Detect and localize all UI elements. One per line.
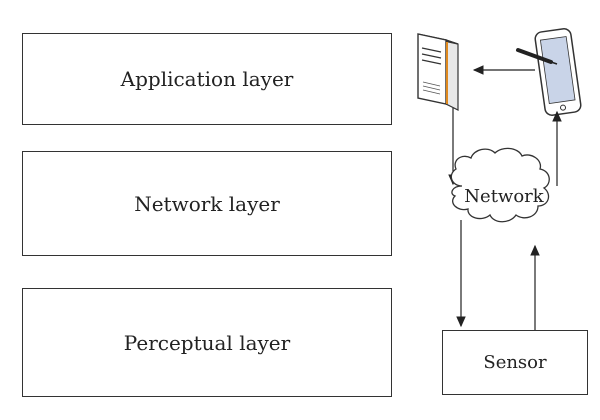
application-layer-label: Application layer (120, 67, 294, 91)
sensor-box: Sensor (442, 330, 588, 395)
network-layer-box: Network layer (22, 151, 392, 256)
perceptual-layer-box: Perceptual layer (22, 288, 392, 397)
perceptual-layer-label: Perceptual layer (123, 330, 291, 355)
tablet-icon (534, 28, 582, 116)
sensor-label: Sensor (483, 352, 547, 373)
cloud-icon (450, 147, 550, 223)
server-icon (417, 33, 459, 111)
network-layer-label: Network layer (134, 191, 280, 216)
application-layer-box: Application layer (22, 33, 392, 125)
stylus-icon (516, 48, 558, 65)
network-cloud-label: Network (464, 186, 544, 207)
